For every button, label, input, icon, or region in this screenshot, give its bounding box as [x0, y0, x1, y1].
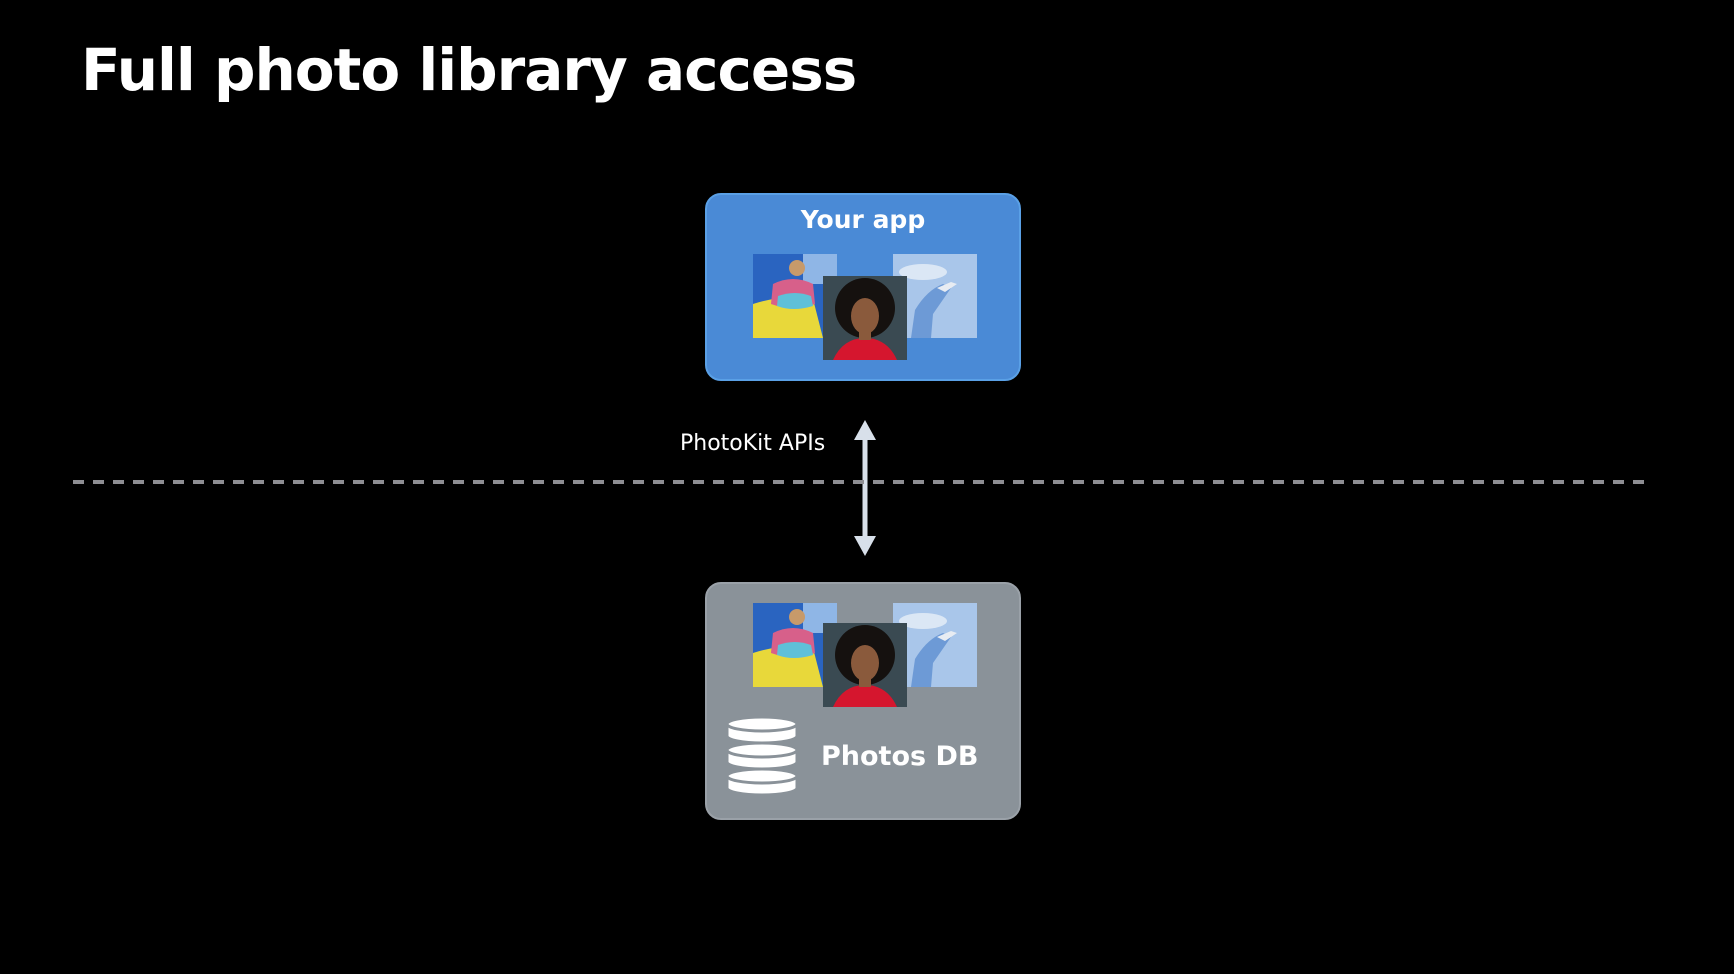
raised-arm-sky-photo	[893, 603, 977, 687]
photos-db-label: Photos DB	[821, 741, 979, 772]
woman-portrait-red-top-photo	[823, 623, 907, 707]
raised-arm-sky-photo	[893, 254, 977, 338]
bidirectional-arrow-icon	[854, 420, 876, 556]
photokit-apis-label: PhotoKit APIs	[680, 431, 826, 456]
your-app-label: Your app	[800, 205, 926, 234]
woman-portrait-red-top-photo	[823, 276, 907, 360]
database-icon	[725, 715, 799, 797]
boundary-divider	[73, 480, 1645, 484]
your-app-box: Your app	[705, 193, 1021, 381]
slide-title: Full photo library access	[81, 36, 857, 104]
photos-db-box: Photos DB	[705, 582, 1021, 820]
woman-colorful-dress-photo	[753, 603, 837, 687]
